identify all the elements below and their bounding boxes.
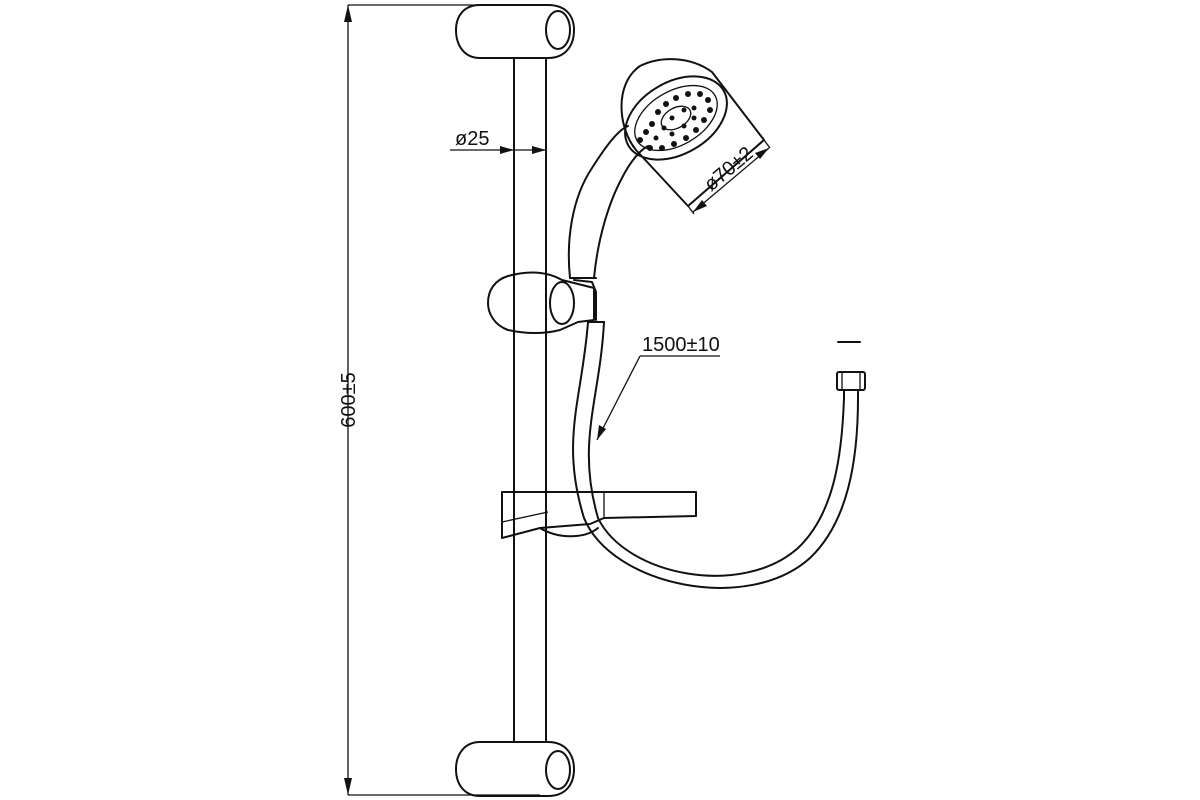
- height-dimension: 600±5: [338, 4, 540, 796]
- hose-length-dimension: 1500±10: [596, 334, 720, 441]
- hose-nut: [836, 371, 866, 399]
- sliding-holder: [487, 271, 597, 334]
- head-diameter-label: ø70±2: [700, 143, 757, 196]
- slide-rail: [513, 57, 547, 743]
- hose-length-label: 1500±10: [642, 334, 720, 356]
- rail-diameter-label: ø25: [455, 128, 489, 150]
- shower-hose: [572, 321, 859, 589]
- soap-dish: [501, 491, 697, 539]
- spray-nozzles: [637, 91, 713, 151]
- rail-diameter-dimension: ø25: [450, 128, 546, 154]
- height-label: 600±5: [338, 372, 360, 427]
- top-wall-bracket: [455, 4, 575, 59]
- hand-shower: [567, 58, 765, 279]
- bottom-wall-bracket: [455, 741, 575, 797]
- head-diameter-dimension: ø70±2: [687, 139, 771, 215]
